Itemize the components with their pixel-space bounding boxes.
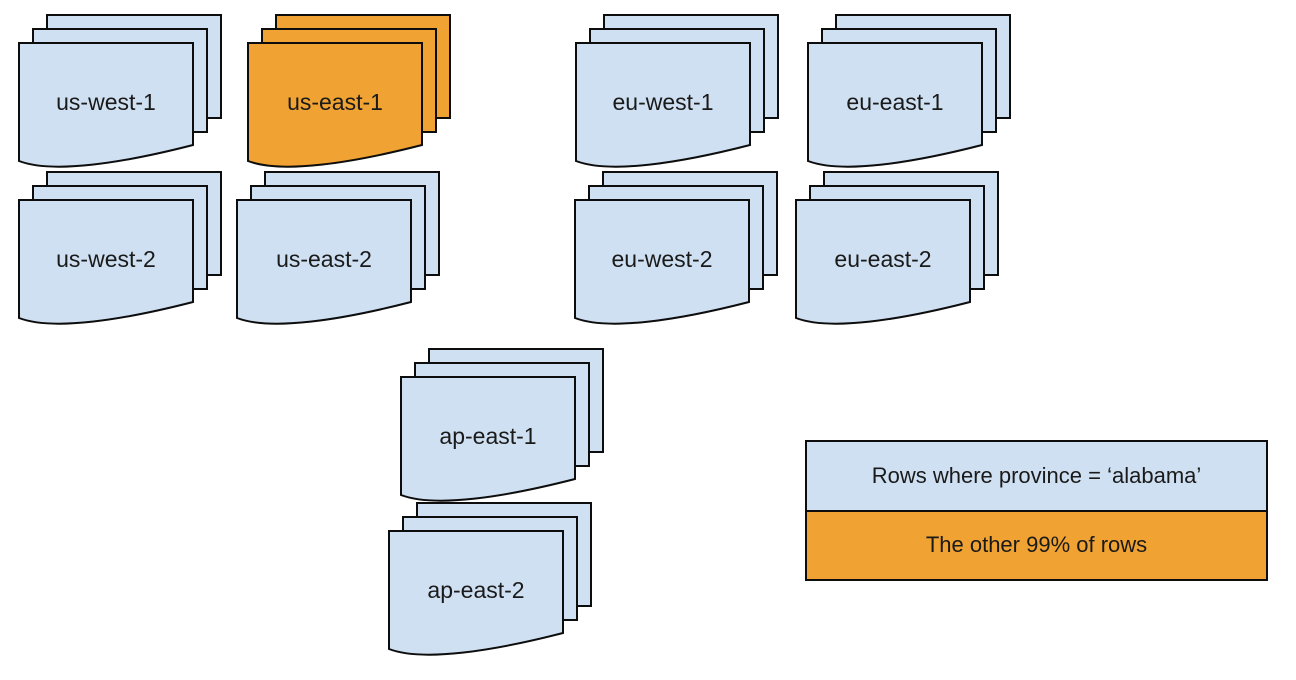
legend-item-other-rows: The other 99% of rows — [807, 511, 1266, 579]
legend-item-alabama-rows: Rows where province = ‘alabama’ — [807, 442, 1266, 512]
legend-label: Rows where province = ‘alabama’ — [871, 462, 1202, 488]
multi-document-icon: ap-east-2 — [388, 502, 592, 656]
multi-document-icon: us-west-1 — [18, 14, 222, 168]
region-label: eu-east-1 — [846, 89, 943, 115]
region-stack: ap-east-2 — [388, 502, 593, 660]
multi-document-icon: eu-east-1 — [807, 14, 1011, 168]
region-stack: us-west-2 — [18, 171, 223, 329]
multi-document-icon: us-west-2 — [18, 171, 222, 325]
region-stack: ap-east-1 — [400, 348, 605, 506]
legend: Rows where province = ‘alabama’ The othe… — [805, 440, 1268, 581]
region-stack: eu-west-1 — [575, 14, 780, 172]
multi-document-icon: us-east-1 — [247, 14, 451, 168]
region-stack: us-east-2 — [236, 171, 441, 329]
multi-document-icon: eu-west-2 — [574, 171, 778, 325]
region-label: us-east-2 — [276, 246, 372, 272]
region-label: eu-west-2 — [612, 246, 713, 272]
region-label: us-west-1 — [56, 89, 156, 115]
multi-document-icon: us-east-2 — [236, 171, 440, 325]
region-label: ap-east-1 — [439, 423, 536, 449]
region-stack: us-west-1 — [18, 14, 223, 172]
region-label: us-east-1 — [287, 89, 383, 115]
multi-document-icon: eu-east-2 — [795, 171, 999, 325]
multi-document-icon: ap-east-1 — [400, 348, 604, 502]
region-label: us-west-2 — [56, 246, 156, 272]
region-label: eu-west-1 — [613, 89, 714, 115]
region-label: ap-east-2 — [427, 577, 524, 603]
region-label: eu-east-2 — [834, 246, 931, 272]
legend-label: The other 99% of rows — [925, 532, 1148, 558]
region-stack: eu-west-2 — [574, 171, 779, 329]
region-stack: eu-east-1 — [807, 14, 1012, 172]
multi-document-icon: eu-west-1 — [575, 14, 779, 168]
region-stack: us-east-1 — [247, 14, 452, 172]
region-stack: eu-east-2 — [795, 171, 1000, 329]
